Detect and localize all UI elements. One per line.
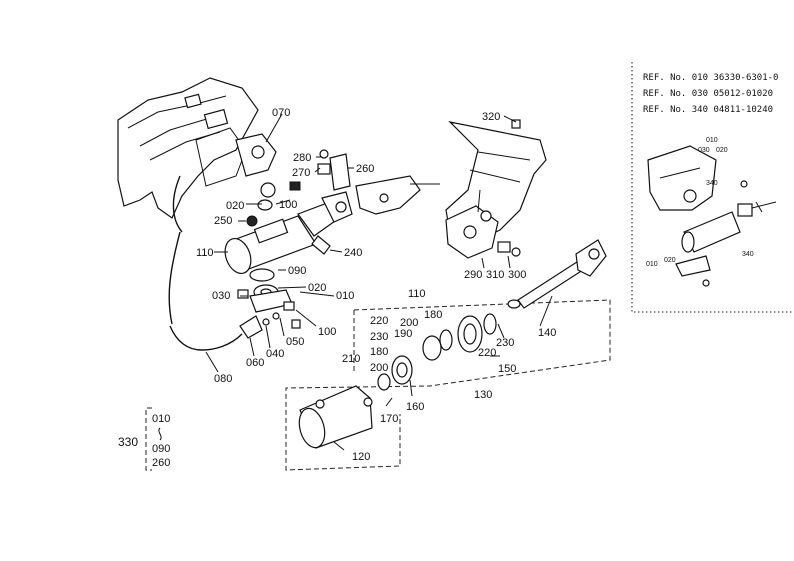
housing-block — [117, 77, 277, 233]
group-330: 330 010 090 260 — [118, 407, 170, 471]
ref-line-010: REF. No. 010 36330-6301-0 — [643, 73, 779, 83]
callout-050: 050 — [286, 336, 304, 348]
callout-180b: 180 — [424, 309, 442, 321]
callout-090: 090 — [288, 265, 306, 277]
callout-060: 060 — [246, 357, 264, 369]
group-330-item-090: 090 — [152, 443, 170, 455]
callout-170: 170 — [380, 413, 398, 425]
callout-320: 320 — [482, 111, 500, 123]
callout-100b: 100 — [318, 326, 336, 338]
callout-240: 240 — [344, 247, 362, 259]
callout-260: 260 — [356, 163, 374, 175]
callout-250: 250 — [214, 215, 232, 227]
ref-line-030: REF. No. 030 05012-01020 — [643, 89, 774, 99]
seal-kit — [377, 313, 497, 391]
callout-100a: 100 — [279, 199, 297, 211]
callout-040: 040 — [266, 348, 284, 360]
group-330-item-010: 010 — [152, 413, 170, 425]
callout-280: 280 — [293, 152, 311, 164]
callout-140: 140 — [538, 327, 556, 339]
cylinder-tube — [298, 385, 373, 449]
callout-080: 080 — [214, 373, 232, 385]
callout-110b: 110 — [408, 288, 426, 300]
callout-310: 310 — [486, 269, 504, 281]
callout-230b: 230 — [496, 337, 514, 349]
callout-200a: 200 — [400, 317, 418, 329]
callout-110a: 110 — [196, 247, 214, 259]
inset-callout-340a: 340 — [706, 180, 718, 187]
callout-220a: 220 — [370, 315, 388, 327]
lower-fittings — [168, 231, 301, 351]
callout-010: 010 — [336, 290, 354, 302]
callout-230a: 230 — [370, 331, 388, 343]
inset-callout-010: 010 — [706, 137, 718, 144]
callout-030: 030 — [212, 290, 230, 302]
group-330-item-260: 260 — [152, 457, 170, 469]
callout-150: 150 — [498, 363, 516, 375]
callout-270: 270 — [292, 167, 310, 179]
callout-200b: 200 — [370, 362, 388, 374]
group-330-label: 330 — [118, 435, 138, 449]
leader-lines — [205, 113, 763, 451]
callout-120: 120 — [352, 451, 370, 463]
callout-290: 290 — [464, 269, 482, 281]
inset-callout-020: 020 — [716, 147, 728, 154]
reference-numbers: REF. No. 010 36330-6301-0 REF. No. 030 0… — [643, 72, 779, 115]
piston-rod — [507, 239, 607, 309]
callout-020a: 020 — [226, 200, 244, 212]
callout-070: 070 — [272, 107, 290, 119]
inset-assembly — [647, 145, 777, 287]
inset-callout-010b: 010 — [646, 261, 658, 268]
callout-130: 130 — [474, 389, 492, 401]
callout-210: 210 — [342, 353, 360, 365]
valve-body — [445, 119, 547, 259]
callout-180a: 180 — [370, 346, 388, 358]
callout-220b: 220 — [478, 347, 496, 359]
callout-020b: 020 — [308, 282, 326, 294]
callout-300: 300 — [508, 269, 526, 281]
inset-callout-340b: 340 — [742, 251, 754, 258]
inset-callout-030: 030 — [698, 147, 710, 154]
upper-cylinder-assembly — [224, 149, 440, 300]
callout-160: 160 — [406, 401, 424, 413]
ref-line-340: REF. No. 340 04811-10240 — [643, 105, 774, 115]
inset-callout-020b: 020 — [664, 257, 676, 264]
callout-190: 190 — [394, 328, 412, 340]
